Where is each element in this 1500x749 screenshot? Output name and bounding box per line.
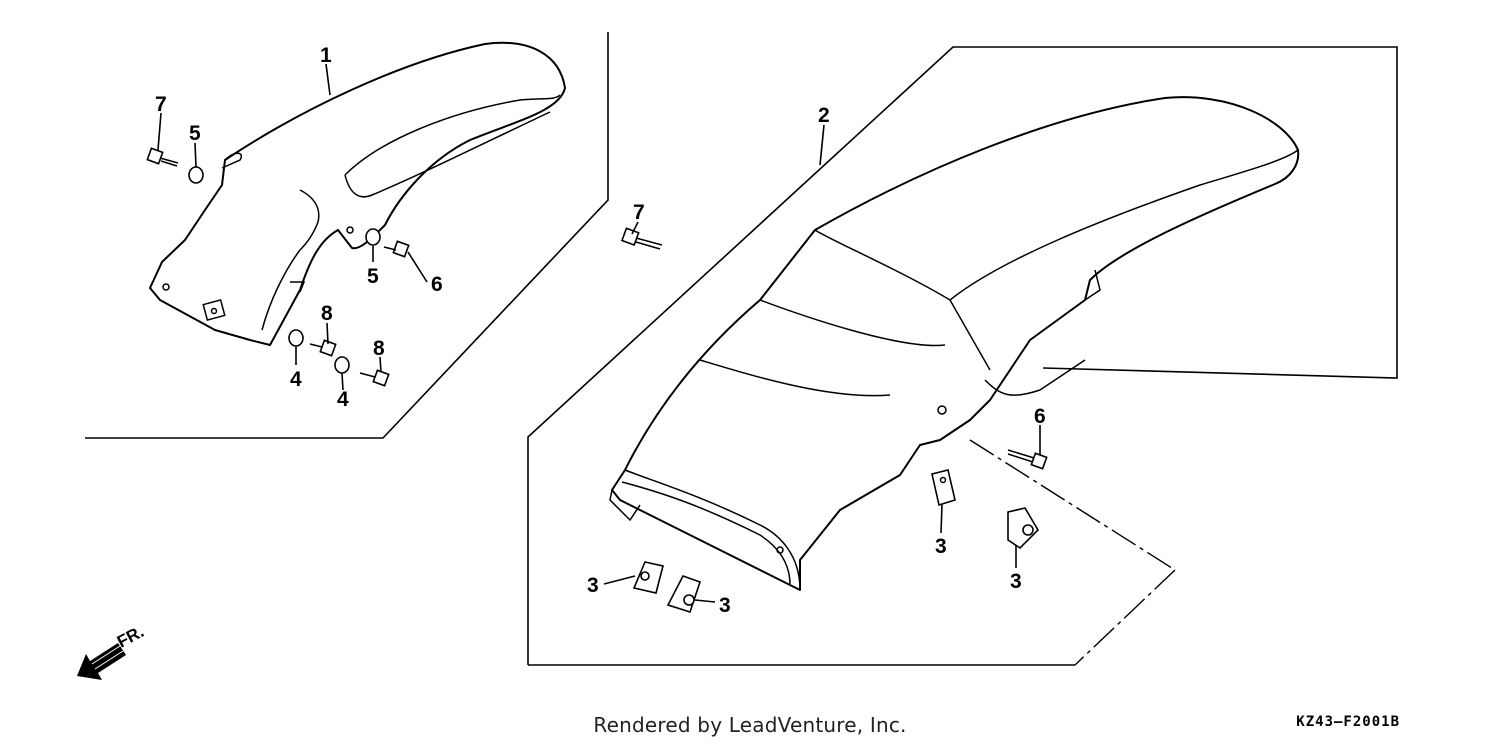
- callout-8-left: 8: [321, 302, 333, 325]
- group-1-frame: [85, 32, 609, 439]
- callout-3-middle: 3: [935, 535, 947, 558]
- collar-4-left: [288, 329, 304, 347]
- callout-1: 1: [320, 44, 332, 67]
- collar-5-upper: [188, 166, 204, 184]
- group-2-frame: [527, 46, 1398, 666]
- callout-2: 2: [818, 104, 830, 127]
- callout-8-right: 8: [373, 337, 385, 360]
- bolt-7-rear: [620, 227, 663, 250]
- callout-3-center: 3: [719, 594, 731, 617]
- callout-5-upper: 5: [189, 122, 201, 145]
- collar-5-right: [365, 228, 381, 246]
- callout-7-rear: 7: [633, 201, 645, 224]
- clip-nut-3-center: [666, 575, 702, 614]
- callout-3-left: 3: [587, 574, 599, 597]
- callout-3-right: 3: [1010, 570, 1022, 593]
- clip-nut-3-left: [632, 561, 664, 594]
- callout-6-front: 6: [431, 273, 443, 296]
- front-fender-part: [149, 41, 566, 346]
- clip-nut-3-middle: [931, 469, 956, 507]
- leader-lines: [157, 63, 1041, 603]
- front-direction-arrow-icon: [77, 643, 126, 680]
- footer-credit: Rendered by LeadVenture, Inc.: [593, 713, 907, 737]
- callout-4-left: 4: [290, 368, 302, 391]
- bolt-7-front: [146, 147, 179, 167]
- rear-fender-part: [609, 96, 1300, 591]
- bolt-6-front: [383, 240, 410, 258]
- clip-nut-3-right: [1007, 507, 1040, 550]
- bolt-8-left: [309, 339, 337, 357]
- callout-6-rear: 6: [1034, 405, 1046, 428]
- diagram-code: KZ43–F2001B: [1296, 714, 1400, 730]
- callout-7-front: 7: [155, 93, 167, 116]
- collar-4-right: [334, 356, 350, 374]
- bolt-8-right: [359, 369, 390, 387]
- callout-5-right: 5: [367, 265, 379, 288]
- callout-4-right: 4: [337, 388, 349, 411]
- bolt-6-rear: [1007, 449, 1048, 470]
